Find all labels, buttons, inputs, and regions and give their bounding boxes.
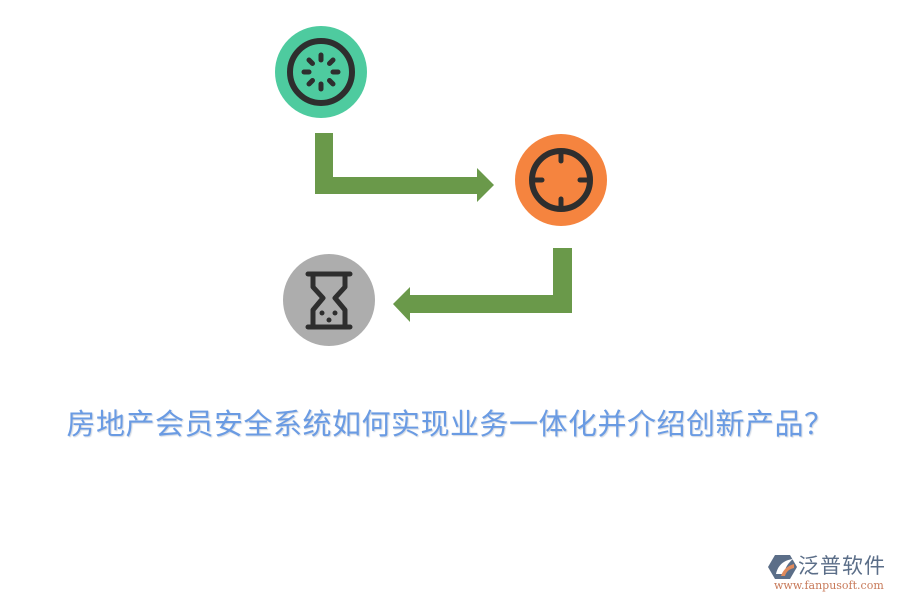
crosshair-target-icon <box>529 148 593 212</box>
hourglass-icon <box>305 271 353 330</box>
arrow-step1-to-step2 <box>315 133 494 202</box>
brand-logo[interactable]: 泛普软件 www.fanpusoft.com <box>768 552 894 596</box>
node-step-2 <box>515 134 607 226</box>
node-step-1 <box>275 26 367 118</box>
node-circle-orange <box>515 134 607 226</box>
arrow-step2-to-step3 <box>393 248 572 322</box>
node-step-3 <box>283 254 375 346</box>
loading-spinner-icon <box>287 38 355 106</box>
fanpu-logo-icon <box>768 555 797 579</box>
brand-url[interactable]: www.fanpusoft.com <box>774 579 884 592</box>
hourglass-sand <box>319 310 338 323</box>
brand-name: 泛普软件 <box>798 554 886 578</box>
node-circle-gray <box>283 254 375 346</box>
flow-diagram <box>275 26 607 346</box>
page-title: 房地产会员安全系统如何实现业务一体化并介绍创新产品？ <box>66 407 834 441</box>
